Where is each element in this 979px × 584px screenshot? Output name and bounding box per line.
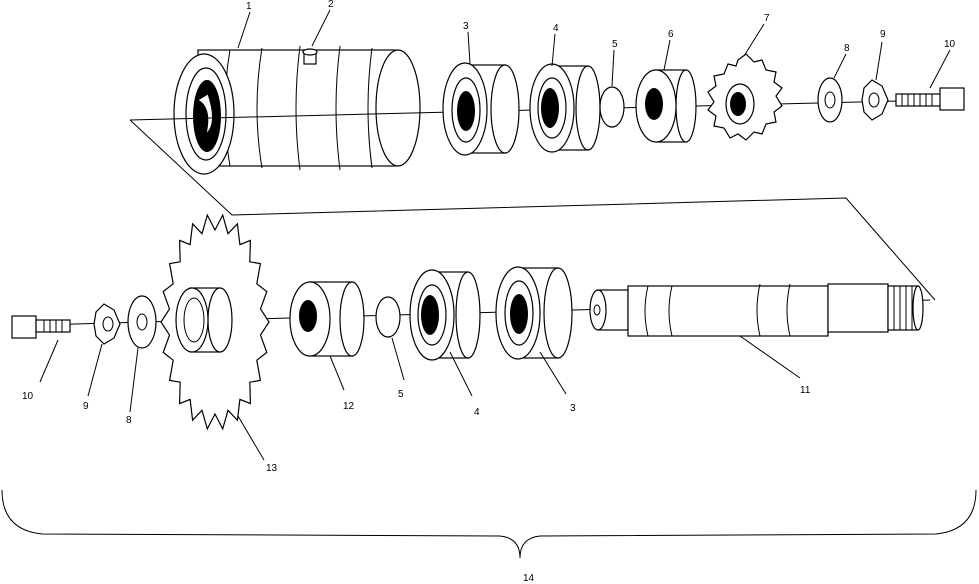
part-3-bearing-upper (442, 62, 520, 156)
part-5-o-ring-upper (599, 86, 625, 128)
callout-3: 3 (570, 403, 576, 414)
callout-6: 6 (668, 29, 674, 40)
callout-14: 14 (523, 573, 535, 584)
part-10-bolt-lower (11, 315, 71, 339)
callout-5: 5 (612, 39, 618, 50)
callout-12: 12 (343, 401, 355, 412)
callout-4: 4 (474, 407, 480, 418)
callout-13: 13 (266, 463, 278, 474)
part-13-large-sprocket (160, 213, 270, 431)
part-5-o-ring-lower (375, 296, 401, 338)
part-6-spacer (635, 69, 697, 143)
part-3-bearing-lower (495, 266, 573, 360)
callout-8: 8 (844, 43, 850, 54)
part-4-seal-upper (529, 63, 601, 153)
part-9-lock-washer-lower (93, 303, 121, 345)
callout-8: 8 (126, 415, 132, 426)
callout-7: 7 (764, 13, 770, 24)
assembly-brace (1, 489, 977, 559)
part-9-lock-washer-upper (861, 79, 889, 121)
callout-2: 2 (328, 0, 334, 10)
assembly-connection-line (129, 119, 936, 301)
callout-11: 11 (800, 385, 811, 396)
part-2-grease-fitting (302, 48, 318, 65)
callout-9: 9 (83, 401, 89, 412)
callout-9: 9 (880, 29, 886, 40)
part-8-washer-lower (127, 295, 157, 349)
part-11-shaft (589, 283, 924, 337)
callout-1: 1 (246, 1, 252, 12)
part-7-small-sprocket (707, 53, 783, 141)
callout-3: 3 (463, 21, 469, 32)
leader-lines (39, 9, 951, 461)
part-1-housing (173, 45, 421, 175)
callout-5: 5 (398, 389, 404, 400)
part-10-bolt-upper (895, 87, 965, 111)
part-4-seal-lower (409, 269, 481, 361)
callout-10: 10 (22, 391, 34, 402)
callout-10: 10 (944, 39, 956, 50)
callout-4: 4 (553, 23, 559, 34)
part-12-spacer (289, 281, 365, 357)
part-8-washer-upper (817, 77, 843, 123)
